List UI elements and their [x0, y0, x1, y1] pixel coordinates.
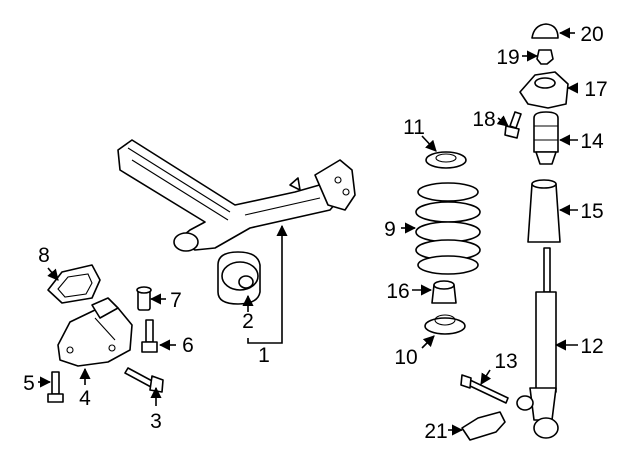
- bolt-18: [504, 111, 522, 139]
- axle-bushing: [217, 251, 261, 305]
- cap-20: [531, 23, 559, 39]
- sleeve-7: [136, 286, 152, 311]
- shock-absorber: [516, 247, 559, 439]
- bracket-21: [461, 411, 506, 441]
- callout-18: 18: [472, 108, 495, 131]
- callout-7: 7: [170, 289, 182, 312]
- callout-8: 8: [38, 244, 50, 267]
- callout-9: 9: [384, 218, 396, 241]
- callout-4: 4: [79, 387, 91, 410]
- callout-20: 20: [580, 23, 603, 46]
- callout-2: 2: [242, 310, 254, 333]
- callout-labels: 1 2 3 4 5 6 7 8 9 10 11 12 13 14 15 16 1…: [23, 23, 608, 443]
- callout-14: 14: [580, 130, 604, 153]
- coil-spring: [415, 182, 481, 275]
- bump-stop-16: [431, 280, 457, 304]
- callout-19: 19: [496, 46, 519, 69]
- leader-lines: [38, 27, 579, 436]
- bump-stop-14: [533, 111, 559, 165]
- callout-3: 3: [150, 410, 162, 433]
- bolt-3: [124, 367, 164, 393]
- upper-spring-seat: [425, 151, 467, 169]
- bolt-5: [47, 371, 64, 403]
- callout-6: 6: [182, 334, 194, 357]
- callout-16: 16: [386, 280, 409, 303]
- callout-1: 1: [258, 344, 270, 367]
- nut-19: [536, 49, 554, 65]
- strut-mount: [519, 71, 569, 109]
- callout-21: 21: [424, 420, 447, 443]
- callout-12: 12: [580, 335, 603, 358]
- rear-axle-beam: [117, 139, 356, 252]
- callout-17: 17: [584, 78, 607, 101]
- callout-15: 15: [580, 200, 603, 223]
- callout-5: 5: [23, 372, 35, 395]
- callout-10: 10: [394, 346, 417, 369]
- bolt-6: [141, 319, 158, 353]
- lower-spring-seat: [424, 314, 466, 335]
- dust-boot: [527, 179, 561, 243]
- callout-11: 11: [403, 116, 425, 139]
- bolt-13: [460, 374, 509, 404]
- bracket-pad: [47, 264, 101, 304]
- mounting-bracket: [57, 297, 133, 367]
- callout-13: 13: [494, 350, 517, 373]
